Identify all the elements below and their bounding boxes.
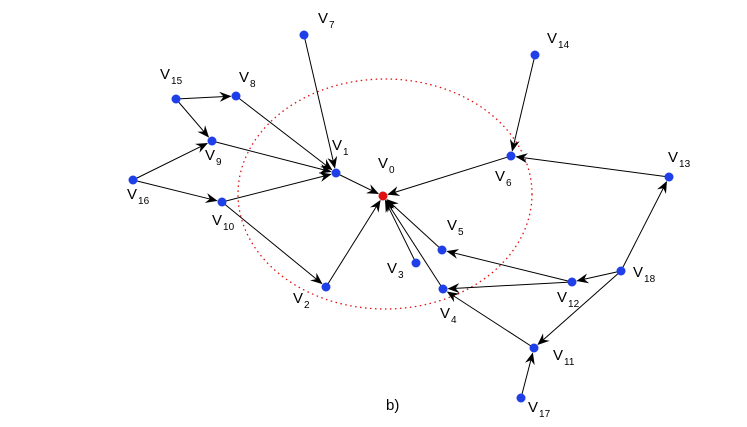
edge-v8-to-v1 <box>235 95 333 171</box>
node-v5 <box>437 245 447 255</box>
node-v15 <box>171 94 181 104</box>
node-label-v2: V2 <box>293 290 310 311</box>
edge-v17-to-v11 <box>520 352 535 399</box>
node-v17 <box>516 393 526 403</box>
edge-v16-to-v10 <box>132 179 218 203</box>
node-v8 <box>231 91 241 101</box>
node-v7 <box>299 30 309 40</box>
node-layer <box>128 30 674 403</box>
node-v1 <box>331 168 341 178</box>
figure-caption: b) <box>386 397 399 414</box>
edge-v13-to-v6 <box>515 153 670 178</box>
node-label-v17: V17 <box>528 399 551 420</box>
node-label-v5: V5 <box>447 217 464 238</box>
edge-v10-to-v2 <box>221 201 323 285</box>
edge-v5-to-v0 <box>386 199 443 251</box>
node-v14 <box>530 50 540 60</box>
node-label-v16: V16 <box>127 186 150 207</box>
node-label-v12: V12 <box>557 289 580 310</box>
node-v3 <box>411 258 421 268</box>
node-label-v18: V18 <box>633 264 656 285</box>
edge-v12-to-v5 <box>446 249 573 283</box>
node-label-v1: V1 <box>332 137 349 158</box>
edge-v18-to-v13 <box>620 181 667 272</box>
edge-v15-to-v8 <box>175 91 232 102</box>
edge-v14-to-v6 <box>509 54 536 152</box>
node-label-v7: V7 <box>318 10 335 31</box>
edge-v1-to-v0 <box>335 172 379 195</box>
node-v11 <box>529 343 539 353</box>
node-v13 <box>664 172 674 182</box>
node-v18 <box>616 266 626 276</box>
node-label-v9: V9 <box>205 147 222 168</box>
edge-v2-to-v0 <box>325 199 381 288</box>
node-label-v0: V0 <box>378 155 395 176</box>
edge-v10-to-v1 <box>221 172 332 203</box>
node-v6 <box>506 151 516 161</box>
edge-v6-to-v0 <box>387 155 512 196</box>
edge-v4-to-v0 <box>385 199 444 290</box>
node-label-v14: V14 <box>547 30 570 51</box>
edge-v9-to-v1 <box>211 140 332 174</box>
edge-v3-to-v0 <box>384 200 417 264</box>
edge-v7-to-v1 <box>303 34 338 169</box>
dotted-range-circle <box>237 78 533 310</box>
edge-v16-to-v9 <box>132 142 208 181</box>
node-v16 <box>128 175 138 185</box>
node-v0 <box>378 191 388 201</box>
node-label-v8: V8 <box>239 69 256 90</box>
edge-v18-to-v11 <box>537 270 622 346</box>
edge-v15-to-v9 <box>175 98 210 138</box>
node-label-v3: V3 <box>387 260 404 281</box>
node-label-v6: V6 <box>495 168 512 189</box>
node-label-v10: V10 <box>212 212 235 233</box>
node-label-v15: V15 <box>160 66 183 87</box>
node-v12 <box>567 277 577 287</box>
edge-v18-to-v12 <box>576 270 622 284</box>
edge-layer <box>132 34 670 399</box>
node-label-v13: V13 <box>668 149 691 170</box>
edge-v11-to-v4 <box>446 291 535 349</box>
edge-v12-to-v4 <box>447 281 573 294</box>
node-label-v11: V11 <box>553 347 575 368</box>
node-v9 <box>207 136 217 146</box>
node-v2 <box>321 282 331 292</box>
node-v10 <box>217 197 227 207</box>
node-v4 <box>438 284 448 294</box>
node-label-v4: V4 <box>440 305 457 326</box>
